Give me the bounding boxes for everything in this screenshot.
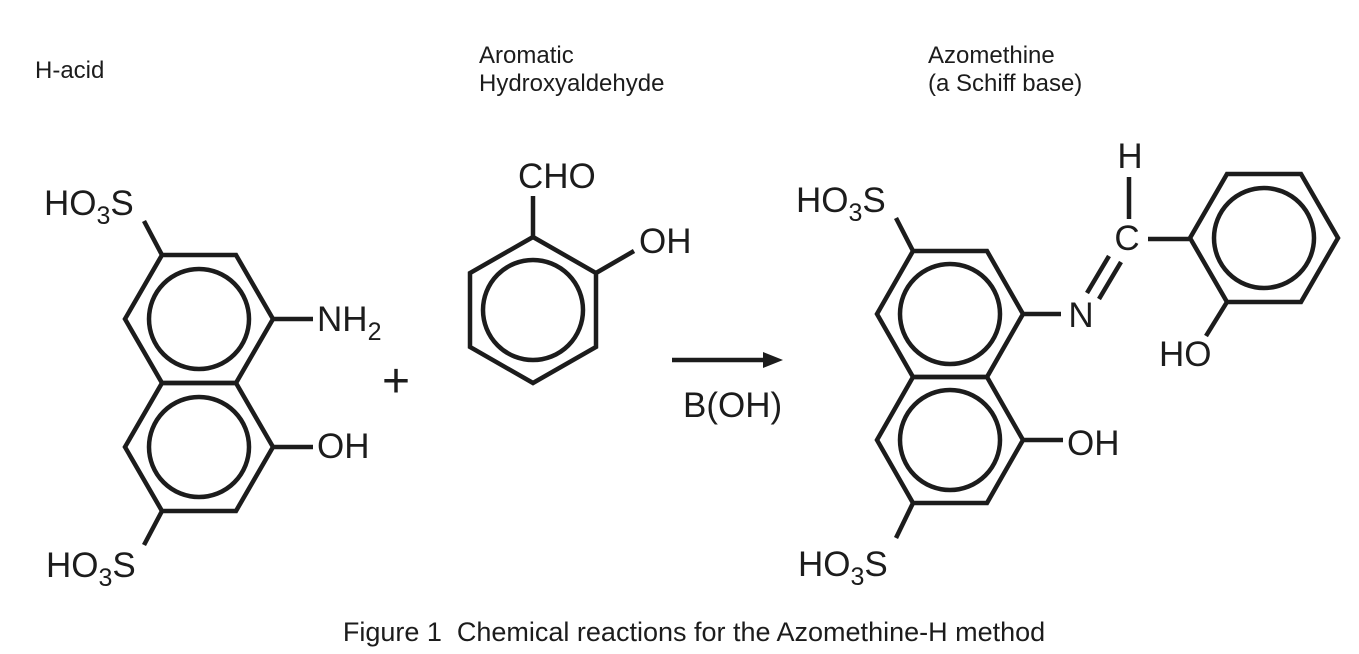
azomethine-nc-double-bond-1 bbox=[1085, 254, 1111, 295]
aldehyde-cho-label: CHO bbox=[518, 157, 596, 196]
azomethine-so3h-bottom-label: HO3S bbox=[798, 545, 888, 591]
azomethine-ho-label: HO bbox=[1159, 335, 1212, 374]
azomethine-h-label: H bbox=[1117, 137, 1142, 176]
plus-sign: + bbox=[382, 355, 410, 408]
azomethine-structure: HO3S H C N HO OH HO3S bbox=[796, 137, 1341, 591]
azomethine-phenol-aromatic-circle bbox=[1211, 185, 1317, 291]
h-acid-amine-label: NH2 bbox=[317, 300, 381, 346]
h-acid-so3h-bottom-bond bbox=[142, 509, 164, 547]
azomethine-so3h-top-bond bbox=[893, 216, 916, 253]
azomethine-title-line2: (a Schiff base) bbox=[928, 70, 1082, 97]
h-acid-title: H-acid bbox=[35, 57, 104, 84]
h-acid-so3h-bottom-label: HO3S bbox=[46, 546, 136, 592]
reagent-label: B(OH) bbox=[683, 386, 782, 425]
azomethine-lower-aromatic-circle bbox=[897, 387, 1003, 493]
azomethine-title-line1: Azomethine bbox=[928, 42, 1055, 69]
azomethine-so3h-bottom-bond bbox=[893, 502, 916, 539]
h-acid-lower-aromatic-circle bbox=[146, 394, 252, 500]
azomethine-upper-aromatic-circle bbox=[897, 261, 1003, 367]
azomethine-nc-double-bond-2 bbox=[1097, 260, 1123, 301]
azomethine-c-label: C bbox=[1114, 219, 1139, 258]
aldehyde-aromatic-circle bbox=[480, 257, 586, 363]
h-acid-so3h-top-label: HO3S bbox=[44, 184, 134, 230]
aldehyde-hydroxyl-label: OH bbox=[639, 222, 692, 261]
aldehyde-title-line2: Hydroxyaldehyde bbox=[479, 70, 664, 97]
aldehyde-hydroxyl-bond bbox=[594, 249, 636, 275]
azomethine-hydroxyl-label: OH bbox=[1067, 424, 1120, 463]
h-acid-upper-aromatic-circle bbox=[146, 266, 252, 372]
figure-caption: Figure 1 Chemical reactions for the Azom… bbox=[343, 617, 1045, 647]
aldehyde-structure: CHO OH bbox=[467, 157, 692, 386]
h-acid-structure: HO3S NH2 OH HO3S bbox=[44, 184, 381, 592]
h-acid-hydroxyl-label: OH bbox=[317, 427, 370, 466]
aldehyde-title-line1: Aromatic bbox=[479, 42, 574, 69]
azomethine-so3h-top-label: HO3S bbox=[796, 181, 886, 227]
azomethine-ho-bond bbox=[1204, 300, 1229, 338]
h-acid-so3h-top-bond bbox=[142, 219, 164, 257]
reaction-arrow: B(OH) bbox=[672, 352, 783, 425]
azomethine-n-label: N bbox=[1068, 296, 1093, 335]
arrow-head bbox=[763, 352, 783, 368]
